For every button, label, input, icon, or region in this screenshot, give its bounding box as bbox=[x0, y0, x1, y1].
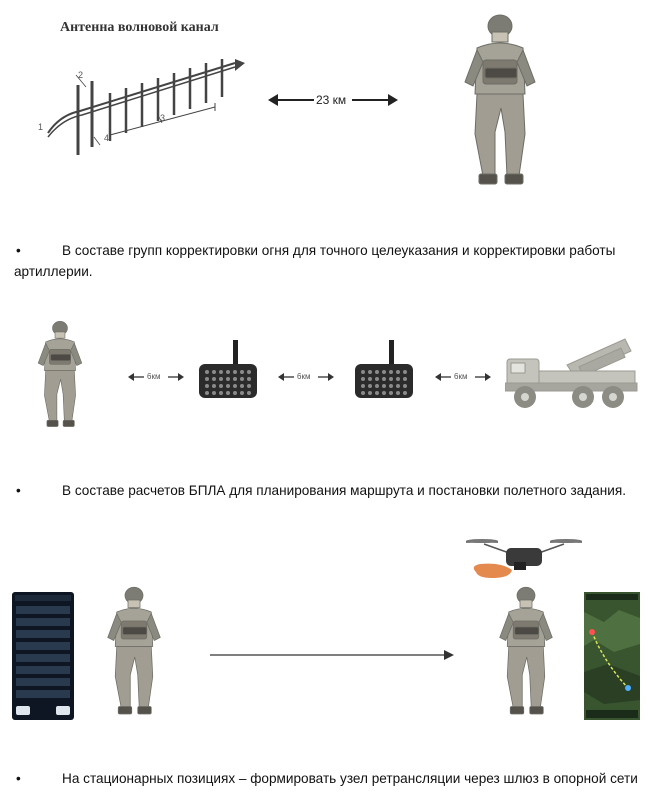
distance-arrow-23km bbox=[268, 94, 398, 106]
antenna-label-3: 3 bbox=[160, 113, 166, 123]
antenna-label-1: 1 bbox=[38, 122, 44, 132]
radio-relay-icon bbox=[355, 340, 413, 398]
soldier-figure-icon bbox=[107, 586, 161, 715]
distance-label: 6км bbox=[454, 372, 468, 381]
distance-arrow bbox=[128, 373, 184, 381]
phone-ui-illustration bbox=[15, 595, 71, 715]
mission-planner-phone-screenshot bbox=[12, 592, 74, 720]
yagi-antenna-drawing bbox=[47, 59, 245, 155]
distance-label: 6км bbox=[147, 372, 161, 381]
bullet: • bbox=[16, 243, 21, 258]
satellite-map-screenshot bbox=[584, 592, 640, 720]
paragraph-stationary-relay: • На стационарных позициях – формировать… bbox=[14, 768, 640, 789]
bullet: • bbox=[16, 771, 21, 786]
antenna-label-4: 4 bbox=[104, 133, 110, 143]
bullet: • bbox=[16, 483, 21, 498]
transfer-arrow bbox=[210, 650, 454, 660]
paragraph-text: На стационарных позициях – формировать у… bbox=[62, 771, 638, 786]
paragraph-uav-crews: • В составе расчетов БПЛА для планирован… bbox=[14, 480, 640, 501]
paragraph-fire-correction: • В составе групп корректировки огня для… bbox=[14, 240, 640, 282]
drone-icon bbox=[466, 539, 582, 578]
distance-arrow bbox=[435, 373, 491, 381]
map-illustration bbox=[584, 592, 640, 720]
paragraph-text: В составе групп корректировки огня для т… bbox=[14, 243, 616, 279]
soldier-figure-icon bbox=[464, 14, 536, 185]
antenna-title: Антенна волновой канал bbox=[60, 20, 219, 35]
distance-arrow bbox=[278, 373, 334, 381]
paragraph-text: В составе расчетов БПЛА для планирования… bbox=[62, 483, 626, 498]
soldier-figure-icon bbox=[37, 321, 83, 427]
radio-relay-icon bbox=[199, 340, 257, 398]
rocket-launcher-truck-icon bbox=[505, 338, 638, 408]
distance-label-23km: 23 км bbox=[316, 93, 347, 107]
antenna-label-2: 2 bbox=[78, 70, 84, 80]
distance-label: 6км bbox=[297, 372, 311, 381]
soldier-figure-icon bbox=[499, 586, 553, 715]
